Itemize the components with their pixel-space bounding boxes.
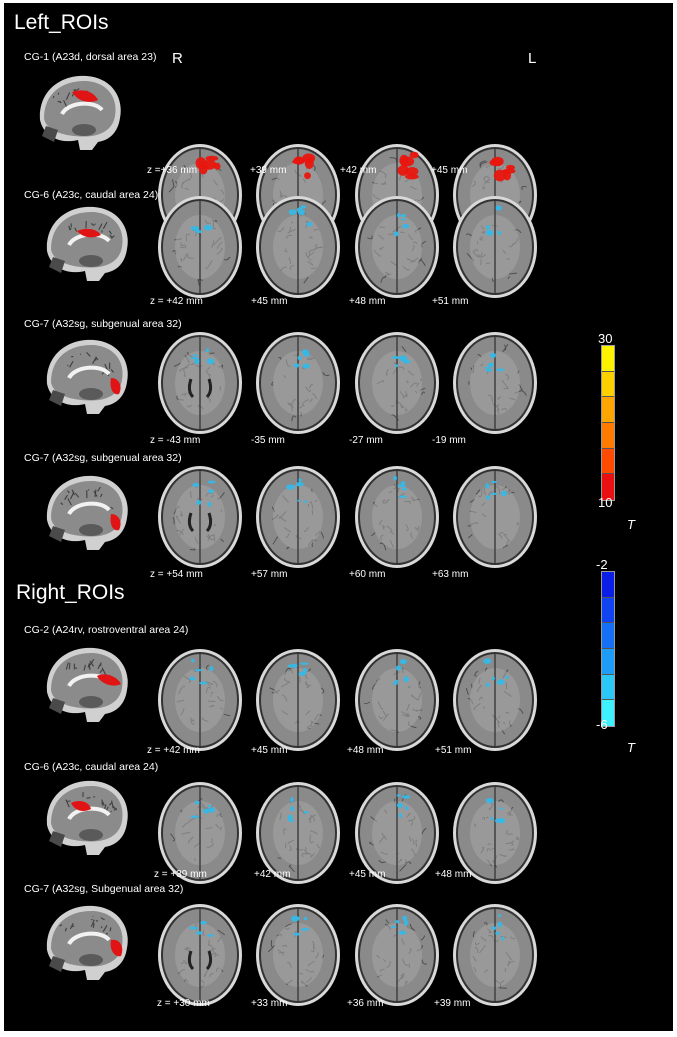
axial-slice-7-2 [256, 904, 340, 1006]
slice-z-label: +63 mm [432, 569, 469, 580]
slice-z-label: z = +54 mm [150, 569, 203, 580]
slice-z-label: +45 mm [251, 296, 288, 307]
axial-slice-4-1 [158, 466, 242, 568]
colorbar-segment [602, 474, 614, 500]
slice-z-label: z = +42 mm [147, 745, 200, 756]
slice-z-label: z = +39 mm [154, 869, 207, 880]
slice-z-label: z = -43 mm [150, 435, 201, 446]
axial-slice-6-4 [453, 782, 537, 884]
slice-z-label: +39 mm [434, 998, 471, 1009]
orientation-right-label: R [172, 50, 183, 67]
colorbar-unit-label: T [627, 517, 635, 532]
axial-slice-6-3 [355, 782, 439, 884]
slice-z-label: +48 mm [349, 296, 386, 307]
colorbar-positive [601, 345, 615, 501]
axial-slice-4-3 [355, 466, 439, 568]
axial-slice-3-1 [158, 332, 242, 434]
colorbar-segment [602, 674, 614, 701]
axial-slice-7-4 [453, 904, 537, 1006]
slice-z-label: z =+36 mm [147, 165, 198, 176]
slice-z-label: +51 mm [435, 745, 472, 756]
axial-slice-5-4 [453, 649, 537, 751]
axial-slice-5-2 [256, 649, 340, 751]
slice-z-label: +57 mm [251, 569, 288, 580]
colorbar-segment [602, 397, 614, 423]
colorbar-max-label: 30 [598, 331, 613, 346]
sagittal-slice-1 [39, 75, 121, 150]
colorbar-segment [602, 448, 614, 475]
slice-z-label: +45 mm [349, 869, 386, 880]
roi-label: CG-6 (A23c, caudal area 24) [24, 761, 159, 773]
axial-slice-6-2 [256, 782, 340, 884]
slice-z-label: +48 mm [347, 745, 384, 756]
slice-z-label: -19 mm [432, 435, 466, 446]
slice-z-label: -35 mm [251, 435, 285, 446]
roi-label: CG-7 (A32sg, subgenual area 32) [24, 318, 182, 330]
colorbar-segment [602, 700, 614, 726]
roi-label: CG-2 (A24rv, rostroventral area 24) [24, 624, 189, 636]
colorbar-segment [602, 623, 614, 649]
slice-z-label: +45 mm [431, 165, 468, 176]
slice-z-label: +39 mm [250, 165, 287, 176]
colorbar-segment [602, 371, 614, 398]
slice-z-label: +42 mm [254, 869, 291, 880]
sagittal-slice-3 [46, 339, 128, 414]
sagittal-slice-6 [46, 780, 128, 855]
axial-slice-2-1 [158, 196, 242, 298]
slice-z-label: +51 mm [432, 296, 469, 307]
slice-z-label: +36 mm [347, 998, 384, 1009]
roi-label: CG-1 (A23d, dorsal area 23) [24, 51, 157, 63]
colorbar-max-label: -2 [596, 557, 608, 572]
sagittal-slice-7 [46, 905, 128, 980]
colorbar-segment [602, 572, 614, 598]
slice-z-label: z = +42 mm [150, 296, 203, 307]
orientation-left-label: L [528, 50, 537, 67]
axial-slice-7-1 [158, 904, 242, 1006]
slice-z-label: +33 mm [251, 998, 288, 1009]
colorbar-min-label: 10 [598, 495, 613, 510]
slice-z-label: +42 mm [340, 165, 377, 176]
axial-slice-5-1 [158, 649, 242, 751]
axial-slice-4-4 [453, 466, 537, 568]
sagittal-slice-5 [46, 647, 128, 722]
axial-slice-4-2 [256, 466, 340, 568]
axial-slice-5-3 [355, 649, 439, 751]
axial-slice-2-3 [355, 196, 439, 298]
colorbar-segment [602, 597, 614, 624]
slice-z-label: +48 mm [435, 869, 472, 880]
slice-z-label: +45 mm [251, 745, 288, 756]
group-title: Right_ROIs [16, 581, 125, 604]
axial-slice-3-4 [453, 332, 537, 434]
sagittal-slice-2 [46, 206, 128, 281]
roi-label: CG-7 (A32sg, Subgenual area 32) [24, 883, 184, 895]
colorbar-negative [601, 571, 615, 727]
colorbar-segment [602, 648, 614, 675]
slice-z-label: z = +30 mm [157, 998, 210, 1009]
slice-z-label: -27 mm [349, 435, 383, 446]
axial-slice-6-1 [158, 782, 242, 884]
roi-label: CG-7 (A32sg, subgenual area 32) [24, 452, 182, 464]
axial-slice-7-3 [355, 904, 439, 1006]
roi-label: CG-6 (A23c, caudal area 24) [24, 189, 159, 201]
axial-slice-2-2 [256, 196, 340, 298]
colorbar-segment [602, 422, 614, 449]
axial-slice-3-2 [256, 332, 340, 434]
axial-slice-2-4 [453, 196, 537, 298]
group-title: Left_ROIs [14, 11, 109, 34]
sagittal-slice-4 [46, 475, 128, 550]
colorbar-segment [602, 346, 614, 372]
slice-z-label: +60 mm [349, 569, 386, 580]
axial-slice-3-3 [355, 332, 439, 434]
colorbar-unit-label: T [627, 740, 635, 755]
colorbar-min-label: -6 [596, 717, 608, 732]
